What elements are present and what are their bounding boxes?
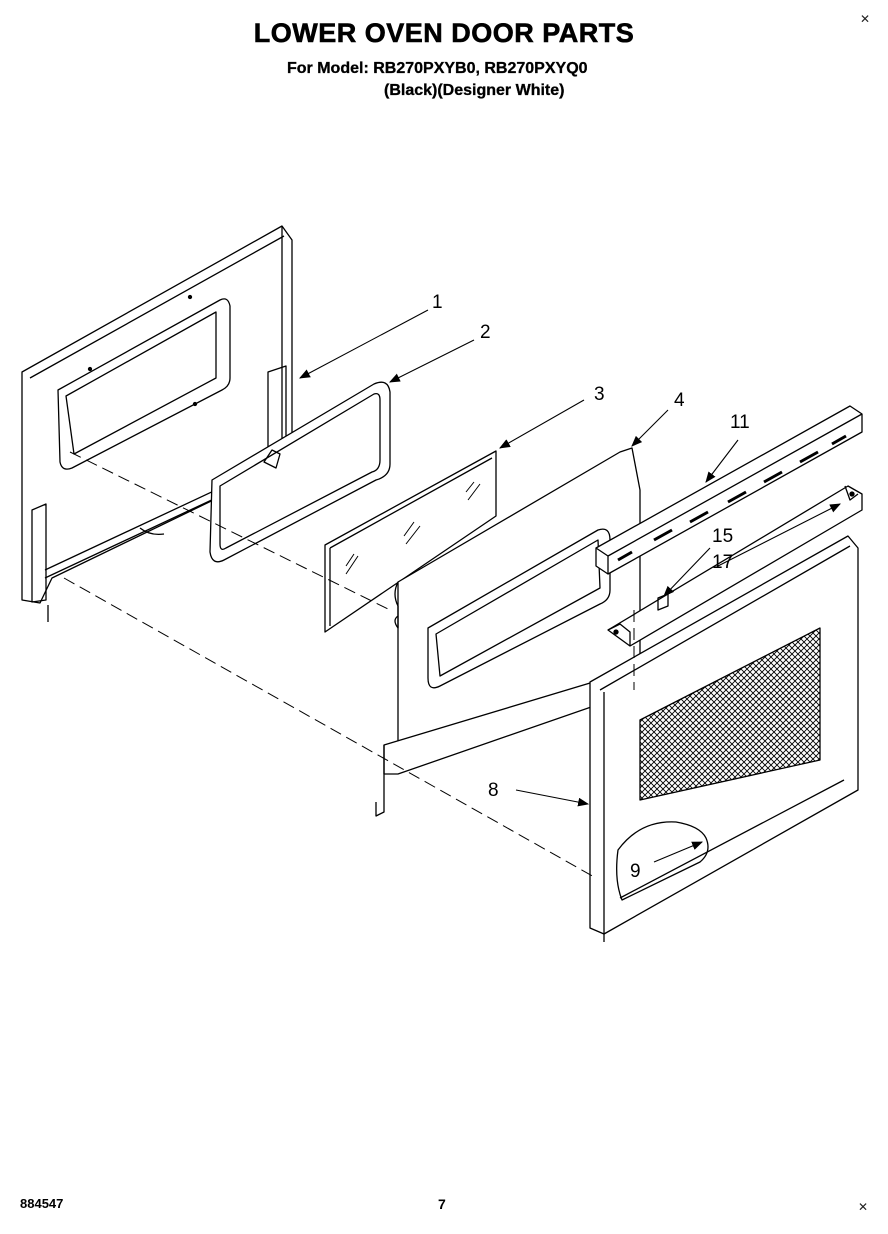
registration-mark: ✕: [858, 1200, 869, 1214]
callout-15: 15: [712, 526, 733, 547]
outer-door-panel: [589, 535, 859, 942]
callout-17: 17: [712, 552, 733, 573]
door-hinge-channel: [607, 485, 863, 647]
model-line: For Model: RB270PXYB0, RB270PXYQ0: [287, 60, 588, 77]
callout-4: 4: [674, 390, 685, 411]
callout-2: 2: [480, 322, 491, 343]
door-window-pack: [375, 447, 641, 817]
inner-door-panel: [21, 225, 293, 622]
page-number: 7: [438, 1196, 446, 1212]
callout-8: 8: [488, 780, 499, 801]
door-vent-trim: [595, 405, 863, 575]
registration-mark: ✕: [860, 12, 871, 26]
callout-11: 11: [730, 412, 750, 433]
callout-1: 1: [432, 292, 443, 313]
door-gasket: [209, 381, 391, 563]
document-number: 884547: [20, 1196, 64, 1211]
callout-9: 9: [630, 861, 641, 882]
color-variant-line: (Black)(Designer White): [384, 82, 565, 99]
callout-3: 3: [594, 384, 605, 405]
door-glass: [324, 450, 497, 633]
page-title: LOWER OVEN DOOR PARTS: [253, 18, 635, 49]
